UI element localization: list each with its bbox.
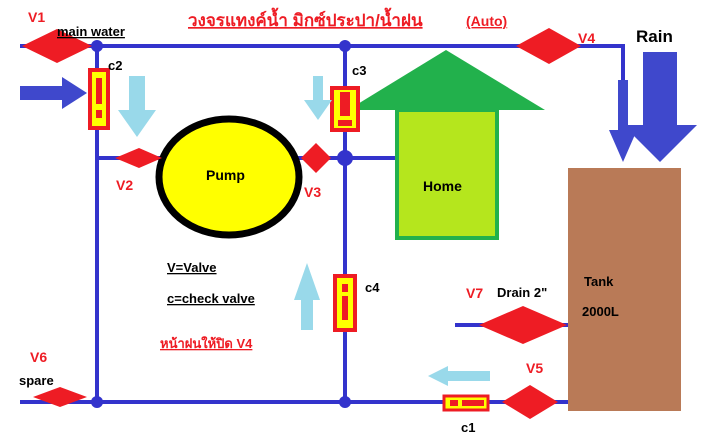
check-valve-c3[interactable] xyxy=(330,86,360,132)
legend: V=Valve c=check valve xyxy=(167,260,255,306)
label-tank-capacity: 2000L xyxy=(582,304,619,319)
diagram-title-suffix: (Auto) xyxy=(466,13,507,29)
valve-v6[interactable] xyxy=(33,387,87,407)
valve-labels: V1 V2 V3 V4 V5 V6 V7 xyxy=(28,9,595,376)
label-v3: V3 xyxy=(304,184,321,200)
label-c4: c4 xyxy=(365,280,380,295)
valve-v7[interactable] xyxy=(479,306,567,344)
labels: main water Rain Pump Home Tank 2000L Dra… xyxy=(19,24,673,388)
junction-bottom-middle xyxy=(339,396,351,408)
check-valves xyxy=(88,68,490,412)
check-valve-c2[interactable] xyxy=(88,68,110,130)
check-valve-labels: c1 c2 c3 c4 xyxy=(108,58,475,435)
label-v6: V6 xyxy=(30,349,47,365)
arrow-flow-c3 xyxy=(304,76,332,120)
label-v7: V7 xyxy=(466,285,483,301)
rain-season-note: หน้าฝนให้ปิด V4 xyxy=(160,335,253,351)
junction-bottom-left xyxy=(91,396,103,408)
label-v4: V4 xyxy=(578,30,595,46)
valve-v1[interactable] xyxy=(22,29,92,63)
flow-arrows xyxy=(20,52,697,386)
home-body xyxy=(395,108,499,240)
pump xyxy=(155,115,303,239)
check-valve-c4[interactable] xyxy=(333,274,357,332)
arrow-flow-c4 xyxy=(294,263,320,330)
label-c3: c3 xyxy=(352,63,366,78)
label-c2: c2 xyxy=(108,58,122,73)
label-v1: V1 xyxy=(28,9,45,25)
label-spare: spare xyxy=(19,373,54,388)
water-tank xyxy=(568,168,681,411)
junction-pump-outlet xyxy=(337,150,353,166)
label-main-water: main water xyxy=(57,24,125,39)
valve-v2[interactable] xyxy=(115,148,162,168)
label-tank: Tank xyxy=(584,274,614,289)
label-v5: V5 xyxy=(526,360,543,376)
arrow-input-main xyxy=(20,77,87,109)
arrow-flow-c2 xyxy=(118,76,156,137)
home-building xyxy=(348,50,545,240)
label-v2: V2 xyxy=(116,177,133,193)
title-group: วงจรแทงค์น้ำ มิกซ์ประปา/น้ำฝน (Auto) xyxy=(188,7,507,30)
junction-top-middle xyxy=(339,40,351,52)
legend-check-valve: c=check valve xyxy=(167,291,255,306)
pipe-junctions xyxy=(91,40,353,408)
junction-top-left xyxy=(91,40,103,52)
valves xyxy=(22,28,581,419)
legend-valve: V=Valve xyxy=(167,260,217,275)
label-rain: Rain xyxy=(636,27,673,46)
label-pump: Pump xyxy=(206,167,245,183)
label-c1: c1 xyxy=(461,420,475,435)
arrow-rain xyxy=(623,52,697,162)
label-drain: Drain 2" xyxy=(497,285,547,300)
valve-v3[interactable] xyxy=(301,143,331,173)
valve-v5[interactable] xyxy=(502,385,558,419)
diagram-title: วงจรแทงค์น้ำ มิกซ์ประปา/น้ำฝน xyxy=(188,7,423,30)
arrow-into-tank xyxy=(609,80,637,162)
valve-v4[interactable] xyxy=(516,28,581,64)
home-roof xyxy=(348,50,545,110)
label-home: Home xyxy=(423,178,462,194)
arrow-flow-bottom xyxy=(428,366,490,386)
check-valve-c1[interactable] xyxy=(442,394,490,412)
